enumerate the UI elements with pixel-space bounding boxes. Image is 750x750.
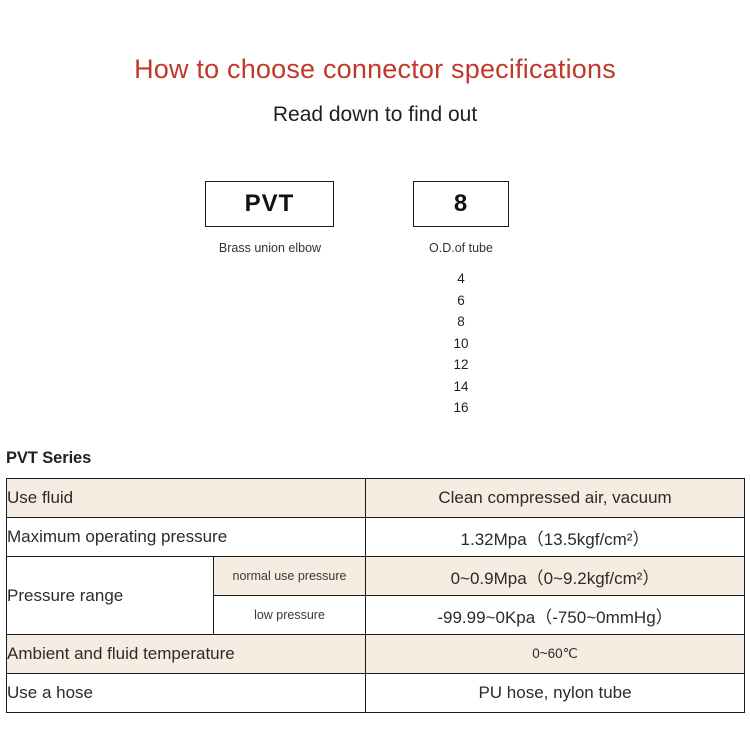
code-box-tube-size: 8 xyxy=(413,181,509,227)
code-box-series: PVT xyxy=(205,181,334,227)
tube-size-option: 16 xyxy=(453,400,469,415)
spec-label-max-operating-pressure: Maximum operating pressure xyxy=(5,517,367,557)
tube-size-option: 10 xyxy=(453,335,469,351)
code-caption-tube-size: O.D.of tube xyxy=(429,241,493,255)
tube-size-list: 4 6 8 10 12 14 16 xyxy=(386,268,536,419)
table-row: Maximum operating pressure 1.32Mpa（13.5k… xyxy=(5,517,746,557)
table-row: Use a hose PU hose, nylon tube xyxy=(5,673,746,713)
spec-sublabel-low-pressure: low pressure xyxy=(212,595,367,635)
spec-value-low-pressure: -99.99~0Kpa（-750~0mmHg） xyxy=(365,595,746,635)
series-heading: PVT Series xyxy=(6,449,92,467)
table-row: low pressure -99.99~0Kpa（-750~0mmHg） xyxy=(7,595,746,635)
page-subtitle: Read down to find out xyxy=(272,103,478,126)
spec-value-use-a-hose: PU hose, nylon tube xyxy=(365,673,746,713)
code-caption-series: Brass union elbow xyxy=(218,241,322,255)
tube-size-option: 12 xyxy=(453,357,469,372)
spec-value-use-fluid: Clean compressed air, vacuum xyxy=(365,478,746,518)
spec-label-use-fluid: Use fluid xyxy=(5,478,367,518)
table-row: Pressure range normal use pressure 0~0.9… xyxy=(6,556,746,635)
spec-label-ambient-fluid-temperature: Ambient and fluid temperature xyxy=(5,634,367,674)
table-row: Use fluid Clean compressed air, vacuum xyxy=(5,478,746,518)
spec-sublabel-normal-use-pressure: normal use pressure xyxy=(212,556,367,596)
spec-value-normal-use-pressure: 0~0.9Mpa（0~9.2kgf/cm²） xyxy=(365,556,746,596)
tube-size-option: 8 xyxy=(457,314,465,329)
spec-label-use-a-hose: Use a hose xyxy=(5,673,367,713)
specification-table: Use fluid Clean compressed air, vacuum M… xyxy=(5,478,746,713)
spec-value-ambient-fluid-temperature: 0~60℃ xyxy=(365,634,746,674)
code-box-row: PVT 8 xyxy=(0,181,750,231)
tube-size-option: 14 xyxy=(453,378,469,394)
spec-value-max-operating-pressure: 1.32Mpa（13.5kgf/cm²） xyxy=(365,517,746,557)
tube-size-option: 4 xyxy=(457,271,465,286)
table-row: Ambient and fluid temperature 0~60℃ xyxy=(5,634,746,674)
spec-label-pressure-range: Pressure range xyxy=(6,556,214,635)
tube-size-option: 6 xyxy=(457,292,465,308)
page-title: How to choose connector specifications xyxy=(134,54,616,84)
